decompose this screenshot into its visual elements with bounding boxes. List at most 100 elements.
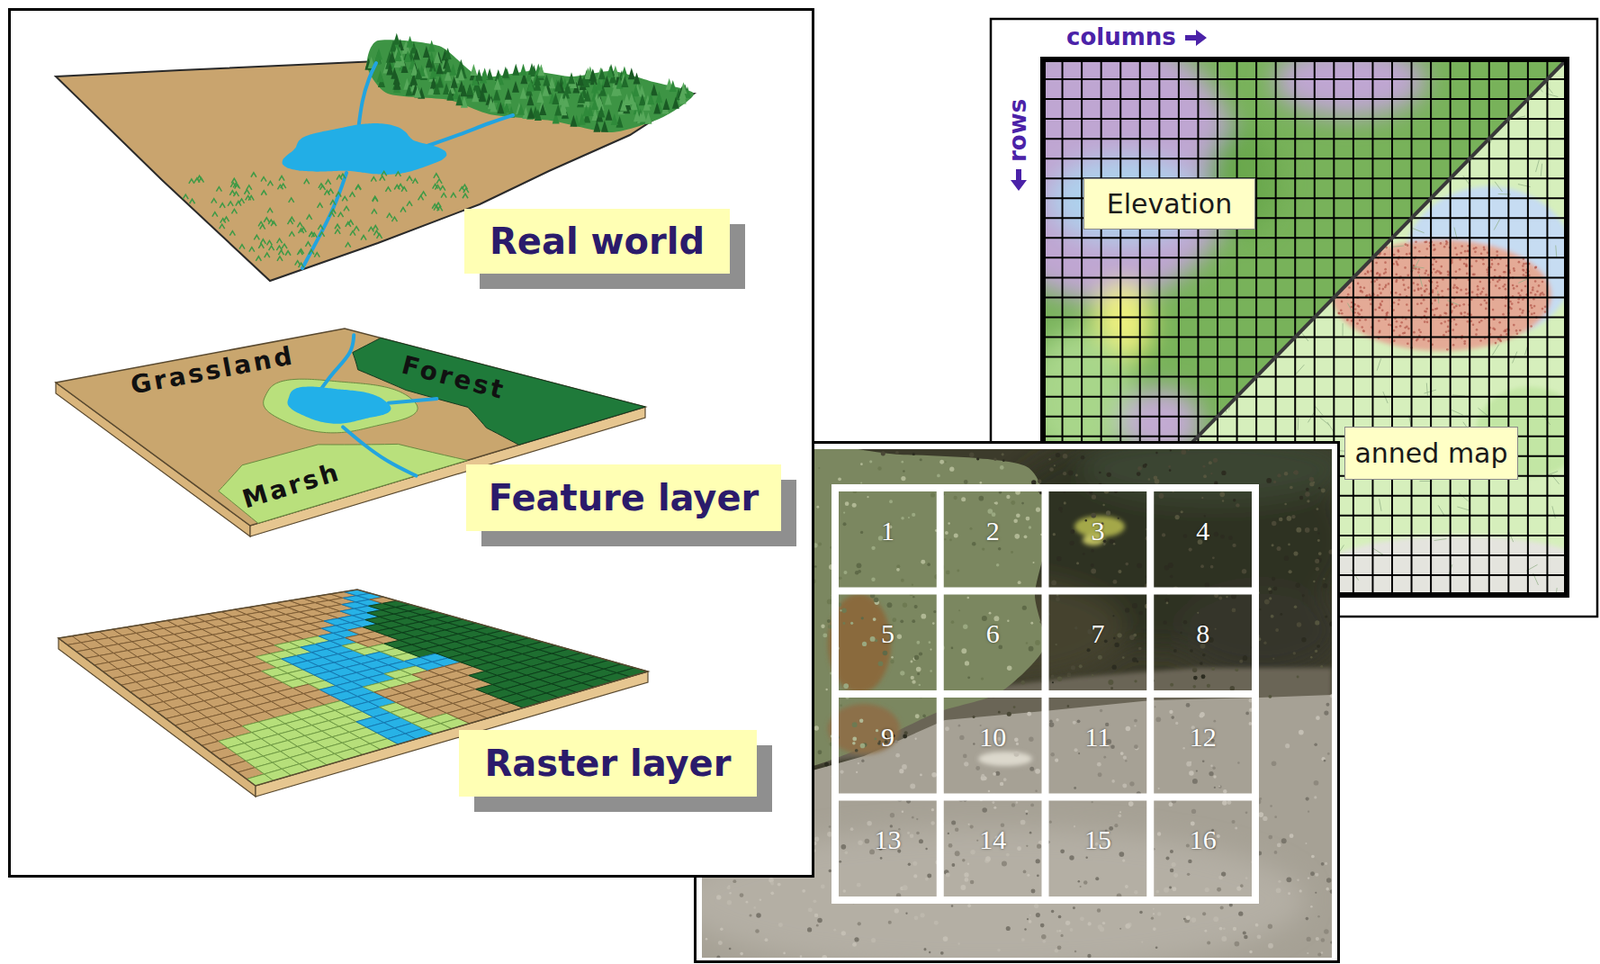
tree xyxy=(638,84,646,97)
texture-speck xyxy=(1276,546,1282,551)
texture-speck xyxy=(1314,620,1320,625)
texture-speck xyxy=(930,820,935,825)
texture-speck xyxy=(827,624,832,629)
texture-speck xyxy=(1169,683,1174,687)
texture-speck xyxy=(843,512,845,514)
texture-speck xyxy=(1304,527,1311,533)
texture-speck xyxy=(1208,460,1213,465)
map-dot xyxy=(1340,300,1344,304)
texture-speck xyxy=(1221,935,1227,942)
texture-speck xyxy=(1317,531,1321,535)
texture-speck xyxy=(1155,451,1158,454)
texture-speck xyxy=(1232,498,1236,502)
map-dot xyxy=(1529,304,1533,307)
map-dot xyxy=(1360,325,1364,329)
map-line xyxy=(1195,319,1197,333)
texture-speck xyxy=(1090,568,1097,575)
map-line xyxy=(1375,146,1377,160)
texture-speck xyxy=(1179,631,1182,634)
texture-speck xyxy=(900,460,904,464)
map-dot xyxy=(1503,283,1507,287)
texture-speck xyxy=(1320,665,1323,668)
map-dot xyxy=(1420,302,1423,306)
texture-speck xyxy=(1239,659,1243,664)
map-dot xyxy=(1356,322,1359,325)
map-dot xyxy=(1534,293,1538,297)
texture-speck xyxy=(1106,472,1112,477)
texture-speck xyxy=(1165,856,1169,861)
texture-speck xyxy=(1024,927,1026,930)
texture-speck xyxy=(1298,729,1304,736)
texture-speck xyxy=(1242,656,1248,661)
texture-speck xyxy=(716,954,720,958)
texture-speck xyxy=(976,457,980,460)
texture-speck xyxy=(1133,744,1139,749)
texture-speck xyxy=(1243,934,1249,940)
texture-speck xyxy=(1157,911,1161,916)
texture-speck xyxy=(1210,472,1213,475)
texture-speck xyxy=(1225,595,1228,598)
texture-speck xyxy=(1187,449,1190,451)
map-dot xyxy=(1346,318,1349,322)
texture-speck xyxy=(1110,744,1115,749)
map-dot xyxy=(1427,273,1430,277)
texture-speck xyxy=(1069,529,1075,534)
map-dot xyxy=(1420,287,1423,290)
texture-speck xyxy=(1287,543,1291,547)
texture-speck xyxy=(1142,463,1147,468)
texture-speck xyxy=(909,833,915,838)
grid-line xyxy=(1042,296,1567,298)
texture-speck xyxy=(915,713,920,719)
texture-speck xyxy=(1203,465,1206,468)
texture-speck xyxy=(1304,842,1307,845)
map-dot xyxy=(1452,343,1456,347)
texture-speck xyxy=(1011,802,1016,807)
texture-speck xyxy=(1213,916,1219,922)
texture-speck xyxy=(900,578,905,583)
map-dot xyxy=(1343,269,1347,273)
texture-speck xyxy=(1155,945,1159,949)
texture-speck xyxy=(1322,583,1328,588)
texture-speck xyxy=(1329,621,1332,627)
texture-speck xyxy=(1295,527,1302,533)
map-dot xyxy=(1510,302,1514,306)
texture-speck xyxy=(1289,485,1294,490)
texture-speck xyxy=(1049,467,1054,472)
texture-speck xyxy=(1274,850,1278,854)
map-dot xyxy=(1458,258,1462,261)
texture-speck xyxy=(844,501,850,506)
map-dot xyxy=(1423,290,1427,294)
map-dot xyxy=(1394,325,1398,329)
texture-speck xyxy=(1249,950,1253,954)
texture-speck xyxy=(902,734,908,739)
texture-speck xyxy=(959,735,964,740)
elevation-zone xyxy=(1273,44,1427,117)
tree xyxy=(512,80,520,93)
map-dot xyxy=(1515,285,1519,288)
texture-speck xyxy=(1257,934,1262,939)
map-line xyxy=(1121,306,1129,317)
texture-speck xyxy=(1305,487,1310,492)
texture-speck xyxy=(859,719,863,723)
map-dot xyxy=(1433,298,1437,302)
map-dot xyxy=(1424,284,1428,288)
texture-speck xyxy=(970,849,975,854)
map-line xyxy=(1412,228,1425,234)
map-dot xyxy=(1366,294,1369,297)
map-dot xyxy=(1466,312,1470,315)
texture-speck xyxy=(1206,940,1211,944)
texture-speck xyxy=(1051,909,1054,913)
texture-speck xyxy=(1186,844,1190,848)
texture-speck xyxy=(1155,716,1161,722)
map-dot xyxy=(1378,283,1382,287)
map-dot xyxy=(1400,321,1403,324)
texture-speck xyxy=(1095,876,1099,881)
map-dot xyxy=(1529,324,1533,328)
map-dot xyxy=(1530,306,1534,310)
texture-speck xyxy=(958,609,961,612)
map-dot xyxy=(1362,329,1366,333)
texture-speck xyxy=(1330,889,1332,894)
map-dot xyxy=(1501,285,1505,288)
texture-speck xyxy=(1114,642,1119,648)
texture-speck xyxy=(1316,644,1321,648)
